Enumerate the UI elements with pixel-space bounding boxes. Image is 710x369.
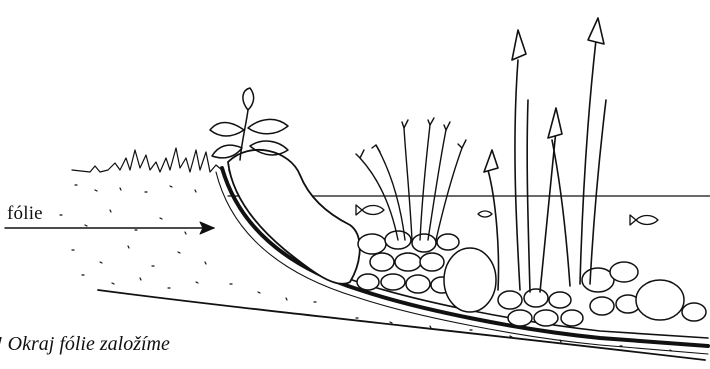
foil-label: fólie xyxy=(7,203,43,225)
turf-tuft xyxy=(72,148,222,172)
reeds xyxy=(356,118,466,240)
figure-caption: ! Okraj fólie založíme xyxy=(0,333,170,356)
edge-plant xyxy=(210,88,288,160)
tall-plants xyxy=(484,18,606,292)
